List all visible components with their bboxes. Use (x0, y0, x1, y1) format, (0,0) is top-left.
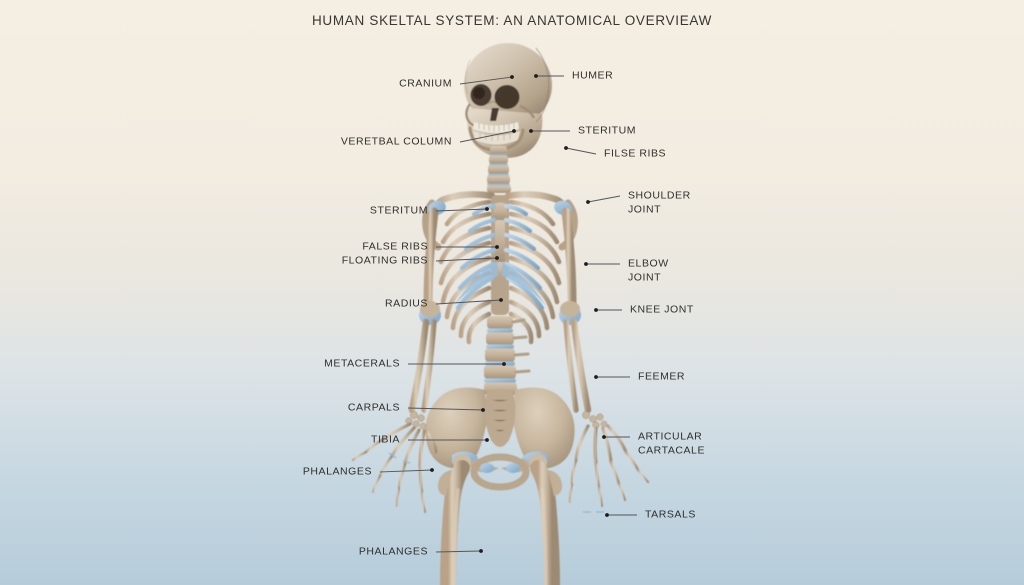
label-carpals: CARPALS (347, 401, 400, 414)
label-cartacale: CARTACALE (638, 444, 705, 457)
label-shoulder: SHOULDER (628, 189, 691, 202)
label-radius: RADIUS (385, 297, 428, 310)
leader-anchor-dot (495, 256, 499, 260)
leader-anchor-dot (495, 245, 499, 249)
leader-anchor-dot (594, 375, 598, 379)
label-joint: JOINT (628, 271, 662, 284)
leader-line (407, 407, 484, 411)
leader-anchor-dot (529, 129, 533, 133)
leader-line (379, 469, 433, 473)
leader-line (435, 550, 482, 553)
page-title: HUMAN SKELTAL SYSTEM: AN ANATOMICAL OVER… (311, 13, 713, 28)
leader-line (587, 195, 621, 203)
leader-anchor-dot (584, 262, 588, 266)
label-cranium: CRANIUM (399, 77, 452, 90)
leader-anchor-dot (586, 200, 590, 204)
leader-line (459, 76, 513, 85)
leader-line (435, 257, 498, 262)
leader-anchor-dot (510, 75, 514, 79)
label-steritum: STERITUM (578, 124, 637, 137)
label-veretbal-column: VERETBAL COLUMN (340, 135, 452, 148)
cranium-graphic (464, 43, 552, 158)
leader-anchor-dot (594, 308, 598, 312)
label-tarsals: TARSALS (645, 508, 696, 521)
label-feemer: FEEMER (638, 370, 686, 383)
label-false-ribs: FALSE RIBS (362, 240, 428, 253)
leader-anchor-dot (481, 408, 485, 412)
lumbar-spine-graphic (484, 316, 531, 395)
leader-anchor-dot (502, 362, 506, 366)
leader-line (565, 147, 597, 155)
label-filse-ribs: FILSE RIBS (604, 147, 667, 160)
legs-graphic (437, 454, 563, 585)
label-knee-jont: KNEE JONT (630, 303, 694, 316)
leader-anchor-dot (485, 207, 489, 211)
left-arm-graphic (351, 207, 441, 514)
leader-anchor-dot (602, 435, 606, 439)
leader-anchor-dot (485, 438, 489, 442)
leader-line (459, 130, 515, 143)
leader-anchor-dot (512, 129, 516, 133)
label-tibia: TIBIA (370, 433, 400, 446)
cervical-spine-graphic (487, 146, 511, 193)
leader-line (435, 208, 488, 212)
leader-line (435, 299, 502, 305)
label-humer: HUMER (572, 69, 614, 82)
label-steritum: STERITUM (369, 204, 428, 217)
label-metacerals: METACERALS (324, 357, 400, 370)
leader-anchor-dot (430, 468, 434, 472)
label-phalanges: PHALANGES (358, 545, 428, 558)
leader-anchor-dot (499, 298, 503, 302)
leader-anchor-dot (534, 74, 538, 78)
leader-anchor-dot (479, 549, 483, 553)
leader-anchor-dot (605, 513, 609, 517)
right-arm-graphic (559, 207, 650, 513)
label-floating-ribs: FLOATING RIBS (341, 254, 428, 267)
leader-anchor-dot (564, 146, 568, 150)
label-phalanges: PHALANGES (302, 465, 372, 478)
label-elbow: ELBOW (628, 257, 669, 270)
label-articular: ARTICULAR (638, 430, 703, 443)
ribcage-graphic (438, 195, 562, 345)
label-joint: JOINT (628, 203, 662, 216)
